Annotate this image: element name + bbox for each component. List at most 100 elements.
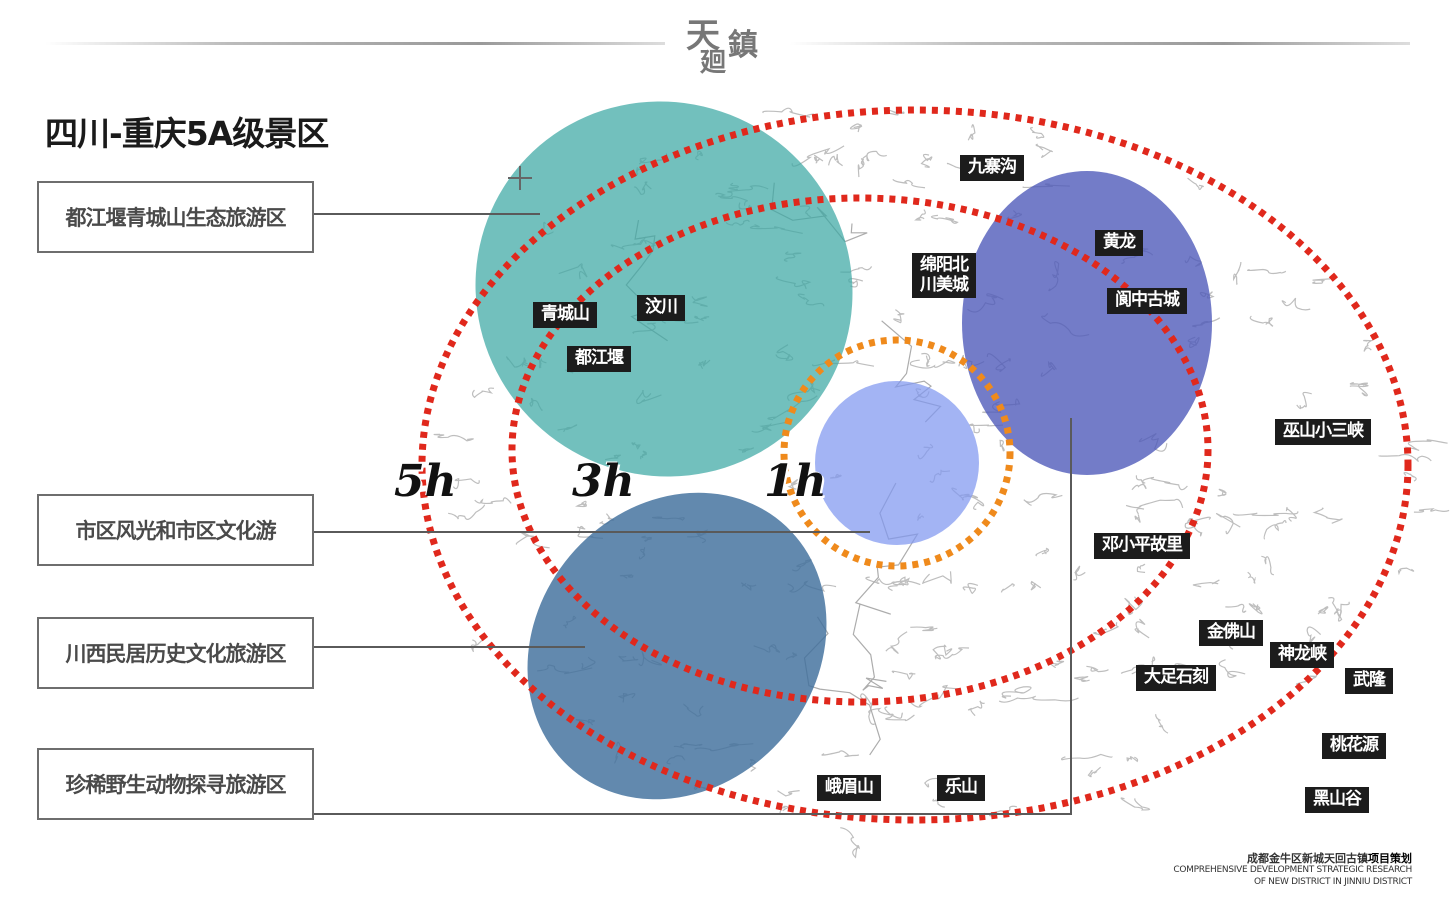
calligraphy-logo: 天 鎮 廻 bbox=[686, 8, 772, 78]
sketch-stroke bbox=[840, 827, 861, 859]
sketch-stroke bbox=[1030, 580, 1042, 591]
sketch-stroke bbox=[474, 497, 512, 505]
sketch-stroke bbox=[887, 576, 911, 592]
sketch-stroke bbox=[442, 477, 480, 494]
place-jinfoshan: 金佛山 bbox=[1199, 620, 1263, 646]
sketch-stroke bbox=[1405, 439, 1448, 451]
sketch-stroke bbox=[470, 636, 487, 653]
sketch-stroke bbox=[1187, 177, 1204, 191]
sketch-stroke bbox=[1035, 547, 1050, 557]
zone-teal-ellipse bbox=[475, 101, 853, 477]
ring-label-3h: 3h bbox=[572, 456, 635, 507]
sketch-stroke bbox=[849, 123, 863, 133]
place-leshan: 乐山 bbox=[937, 775, 985, 801]
sketch-stroke bbox=[777, 790, 800, 797]
sketch-stroke bbox=[574, 500, 588, 508]
sketch-stroke bbox=[967, 700, 985, 717]
place-emeishan: 峨眉山 bbox=[817, 775, 881, 801]
place-dujiangyan: 都江堰 bbox=[567, 346, 631, 372]
sketch-stroke bbox=[1217, 488, 1227, 497]
sketch-stroke bbox=[1249, 315, 1274, 327]
sketch-stroke bbox=[932, 798, 945, 808]
sketch-stroke bbox=[1358, 382, 1368, 397]
place-shenlongxia: 神龙峡 bbox=[1270, 642, 1334, 668]
place-mianyang: 绵阳北 川美城 bbox=[912, 253, 976, 299]
sketch-stroke bbox=[1232, 511, 1299, 517]
place-wenchuan: 汶川 bbox=[637, 295, 685, 321]
ring-label-5h: 5h bbox=[394, 456, 457, 507]
sketch-stroke bbox=[1281, 297, 1311, 311]
sketch-stroke bbox=[1261, 555, 1274, 576]
sketch-stroke bbox=[1312, 278, 1331, 284]
place-dazu: 大足石刻 bbox=[1136, 665, 1216, 691]
sketch-stroke bbox=[1225, 603, 1247, 613]
sketch-stroke bbox=[821, 750, 860, 758]
sketch-stroke bbox=[907, 684, 959, 708]
sketch-stroke bbox=[1142, 476, 1188, 491]
sketch-stroke bbox=[920, 153, 933, 168]
header-rule-left bbox=[45, 42, 665, 45]
sketch-stroke bbox=[962, 582, 979, 595]
sketch-stroke bbox=[1125, 498, 1184, 509]
sketch-stroke bbox=[787, 479, 799, 492]
zone-label-wildlife: 珍稀野生动物探寻旅游区 bbox=[37, 748, 314, 820]
zone-label-city: 市区风光和市区文化游 bbox=[37, 494, 314, 566]
center-city-circle bbox=[815, 381, 979, 545]
place-langzhong: 阆中古城 bbox=[1107, 288, 1187, 314]
footer-english-2: OF NEW DISTRICT IN JINNIU DISTRICT bbox=[1253, 877, 1412, 887]
ring-5h bbox=[418, 106, 1412, 824]
sketch-stroke bbox=[1155, 714, 1169, 734]
footer-project-type: 项目策划 bbox=[1368, 852, 1412, 865]
sketch-stroke bbox=[813, 154, 824, 164]
sketch-stroke bbox=[969, 423, 1004, 434]
sketch-stroke bbox=[1134, 618, 1150, 639]
sketch-stroke bbox=[1363, 339, 1374, 352]
footer-english-1: COMPREHENSIVE DEVELOPMENT STRATEGIC RESE… bbox=[1173, 865, 1412, 875]
river-line bbox=[852, 603, 887, 691]
logo-char-1: 天 bbox=[686, 16, 720, 56]
sketch-stroke bbox=[1349, 381, 1369, 388]
sketch-stroke bbox=[471, 387, 495, 399]
place-huanglong: 黄龙 bbox=[1095, 230, 1143, 256]
sketch-stroke bbox=[998, 695, 1079, 703]
place-heishangu: 黑山谷 bbox=[1305, 787, 1369, 813]
sketch-stroke bbox=[1060, 753, 1113, 761]
sketch-stroke bbox=[857, 158, 865, 178]
sketch-stroke bbox=[1035, 143, 1053, 158]
sketch-stroke bbox=[1023, 492, 1063, 506]
connector-zone-4 bbox=[310, 813, 1072, 815]
sketch-stroke bbox=[885, 631, 908, 654]
sketch-stroke bbox=[909, 359, 956, 369]
sketch-stroke bbox=[884, 706, 915, 722]
place-dengxiaoping: 邓小平故里 bbox=[1094, 533, 1190, 559]
sketch-stroke bbox=[1296, 391, 1312, 410]
sketch-stroke bbox=[433, 433, 474, 442]
sketch-stroke bbox=[932, 644, 953, 660]
sketch-stroke bbox=[930, 214, 959, 224]
sketch-stroke bbox=[1087, 766, 1102, 778]
place-mianyang-line2: 川美城 bbox=[920, 274, 969, 295]
ring-label-1h: 1h bbox=[764, 456, 827, 507]
sketch-stroke bbox=[1136, 563, 1146, 573]
sketch-stroke bbox=[892, 178, 926, 189]
sketch-stroke bbox=[868, 707, 903, 719]
sketch-stroke bbox=[934, 647, 970, 660]
sketch-stroke bbox=[967, 124, 976, 141]
place-jiuzhaigou: 九寨沟 bbox=[960, 155, 1024, 181]
page-title: 四川-重庆5A级景区 bbox=[45, 114, 329, 153]
sketch-stroke bbox=[1074, 675, 1090, 682]
sketch-stroke bbox=[1397, 567, 1415, 576]
sketch-stroke bbox=[865, 576, 907, 586]
sketch-stroke bbox=[893, 309, 905, 324]
sketch-stroke bbox=[1048, 660, 1065, 668]
connector-zone-2 bbox=[310, 531, 870, 533]
connector-zone-1 bbox=[310, 213, 540, 215]
sketch-stroke bbox=[1030, 127, 1045, 139]
sketch-stroke bbox=[1333, 608, 1343, 622]
sketch-stroke bbox=[1247, 268, 1287, 275]
zone-label-western-houses: 川西民居历史文化旅游区 bbox=[37, 617, 314, 689]
sketch-stroke bbox=[1134, 507, 1145, 523]
zone-label-dujiangyan: 都江堰青城山生态旅游区 bbox=[37, 181, 314, 253]
logo-char-3: 廻 bbox=[700, 48, 727, 78]
